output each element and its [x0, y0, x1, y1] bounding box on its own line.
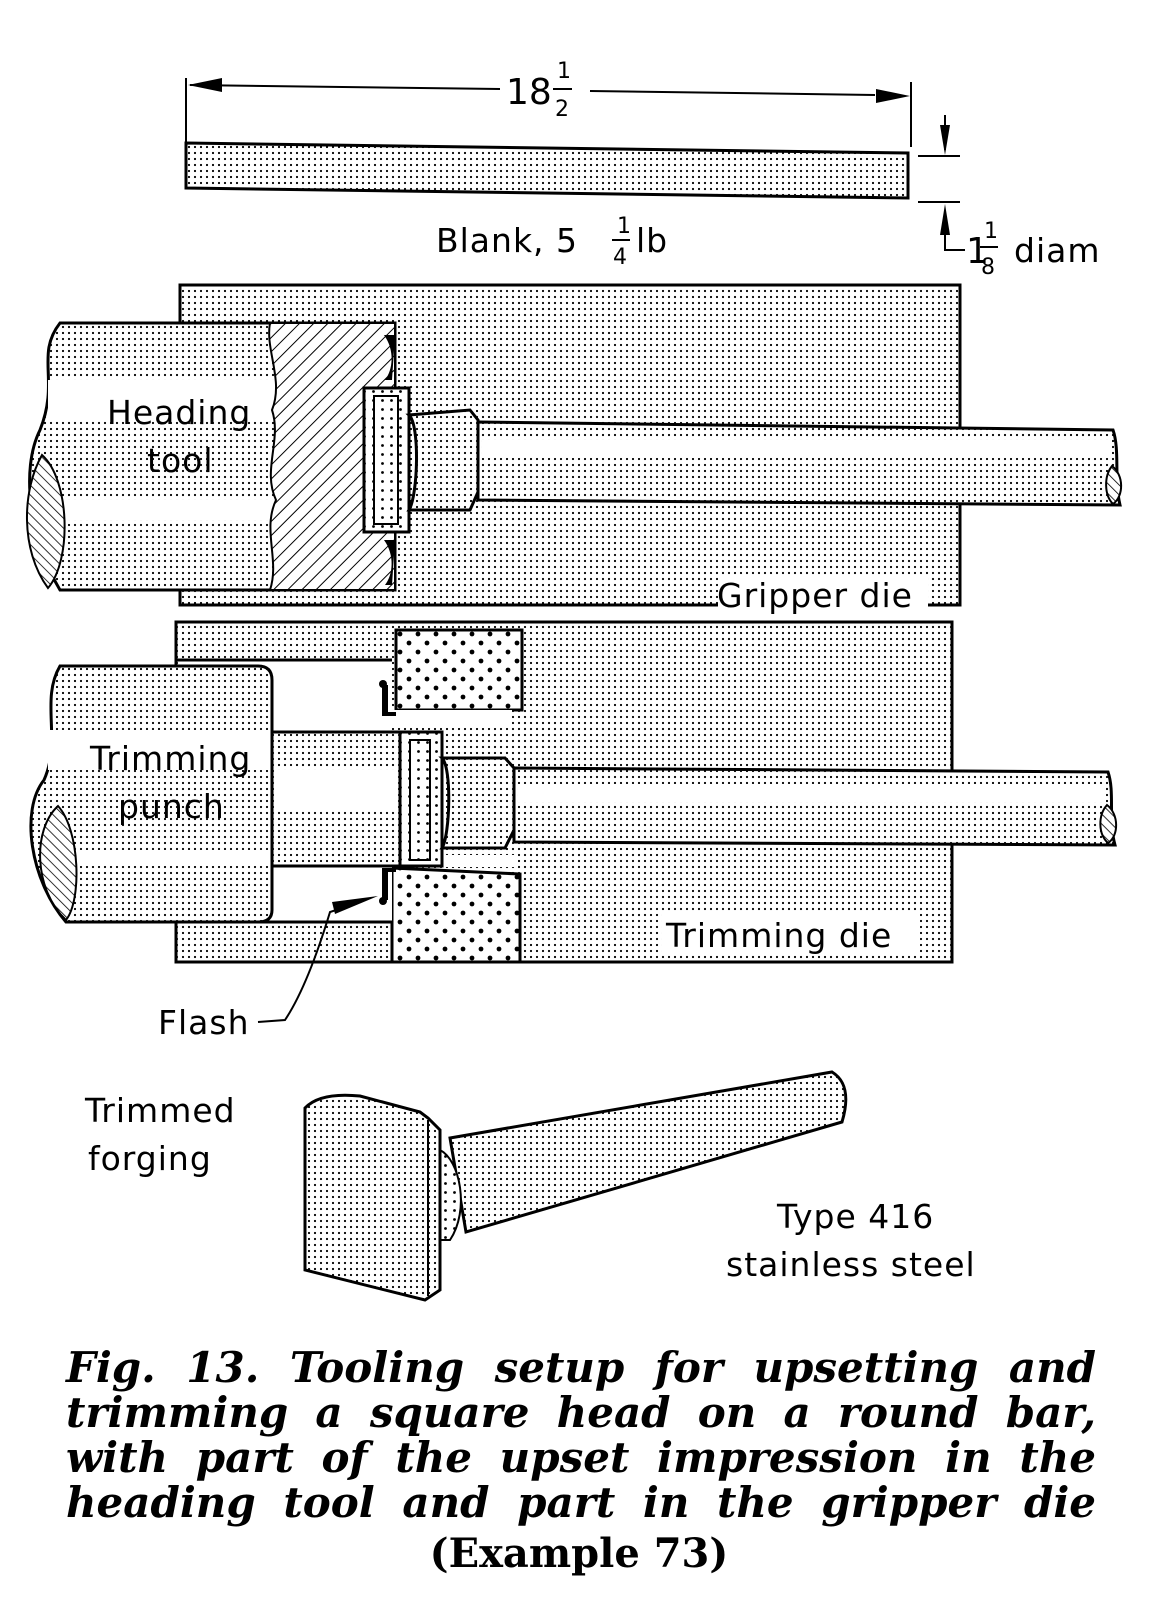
weight-num: 1 — [617, 214, 631, 239]
caption-line-4: heading tool and part in the gripper die — [66, 1478, 1096, 1527]
trimming-punch-highlight-2 — [52, 850, 270, 866]
flash-arrow-icon — [332, 896, 378, 914]
diam-unit: diam — [1014, 231, 1100, 270]
diam-num: 1 — [984, 219, 998, 244]
trimmed-forging-label-1: Trimmed — [84, 1091, 236, 1130]
trimming-die-insert-lower — [390, 866, 522, 964]
caption-example: (Example 73) — [429, 1530, 729, 1577]
weight-den: 4 — [613, 245, 627, 270]
lower-bar — [512, 766, 1117, 847]
heading-tool-label-2: tool — [147, 441, 214, 480]
dimension-line-left — [189, 84, 501, 90]
weight-unit: lb — [636, 221, 668, 260]
forging-shaft — [448, 1070, 848, 1234]
trimming-die-label: Trimming die — [665, 916, 892, 955]
trimming-punch-shank-highlight — [275, 770, 395, 810]
arrow-up-icon — [940, 204, 950, 235]
trimmed-forging-label-2: forging — [88, 1139, 212, 1178]
diam-den: 8 — [981, 255, 995, 280]
length-num: 1 — [557, 59, 571, 84]
lower-bar-highlight — [518, 784, 1106, 802]
lower-forging-neck — [438, 756, 516, 850]
trimmed-forging: Trimmed forging Type 416 stainless steel — [84, 1070, 976, 1302]
flash-lower-1 — [382, 685, 396, 716]
gripper-die-label-bg — [718, 575, 928, 615]
flash-label: Flash — [158, 1003, 249, 1042]
diam-whole: 1 — [966, 231, 989, 272]
upper-forging-head — [362, 386, 411, 534]
flash-upper-2 — [384, 540, 395, 585]
upper-bar — [476, 420, 1122, 507]
trimming-punch-end-section — [39, 804, 78, 922]
upper-bar-highlight — [482, 440, 1112, 458]
flash-lower-2 — [382, 868, 396, 900]
trimming-die-insert-upper — [394, 628, 524, 712]
trimming-die-label-bg — [662, 913, 920, 955]
material-label-1: Type 416 — [776, 1197, 934, 1236]
upper-forging — [362, 386, 1123, 534]
trimming-punch-label-1: Trimming — [89, 739, 251, 778]
length-den: 2 — [555, 97, 569, 122]
blank-label: Blank, 5 — [436, 221, 578, 260]
heading-tool: Heading tool — [25, 321, 397, 592]
heading-tool-highlight-2 — [48, 500, 280, 520]
flash-leader — [257, 907, 343, 1023]
trimming-punch-label-2: punch — [118, 787, 225, 826]
caption-line-2: trimming a square head on a round bar, — [66, 1388, 1096, 1437]
heading-tool-highlight-1 — [48, 380, 280, 420]
upper-bar-end-section — [1105, 464, 1123, 506]
forging-neck — [439, 1148, 462, 1241]
lower-forging-head-inner — [409, 739, 431, 861]
arrow-left-icon — [188, 78, 222, 92]
material-label-2: stainless steel — [726, 1245, 976, 1284]
flash-lower-dot-1 — [379, 680, 387, 688]
flash-upper-1 — [384, 335, 395, 380]
upper-forging-neck — [405, 408, 480, 512]
heading-tool-end-section — [25, 453, 66, 590]
blank-dimension: 18 1 2 Blank, 5 1 4 lb 1 1 8 diam — [184, 59, 1100, 280]
trimming-punch-highlight-1 — [48, 730, 270, 770]
flash-callout: Flash — [158, 896, 378, 1042]
trimming-punch: Trimming punch — [29, 664, 402, 924]
diam-leader — [944, 230, 965, 251]
arrow-right-icon — [876, 89, 910, 103]
caption-line-3: with part of the upset impression in the — [66, 1433, 1096, 1482]
arrow-down-icon — [940, 125, 950, 155]
lower-forging — [398, 730, 1118, 868]
lower-bar-end-section — [1099, 803, 1118, 845]
forging-head-face — [303, 1093, 442, 1302]
trimming-gap-upper — [392, 710, 512, 728]
length-whole: 18 — [506, 72, 552, 113]
flash-lower-dot-2 — [379, 897, 387, 905]
gripper-die-label: Gripper die — [717, 576, 913, 615]
heading-tool-label-1: Heading — [107, 393, 251, 432]
caption-line-1: Fig. 13. Tooling setup for upsetting and — [66, 1343, 1096, 1392]
upper-forging-head-inner — [373, 395, 399, 525]
dimension-line-right — [589, 90, 876, 96]
lower-forging-head — [398, 730, 444, 868]
blank-bar — [184, 141, 910, 200]
